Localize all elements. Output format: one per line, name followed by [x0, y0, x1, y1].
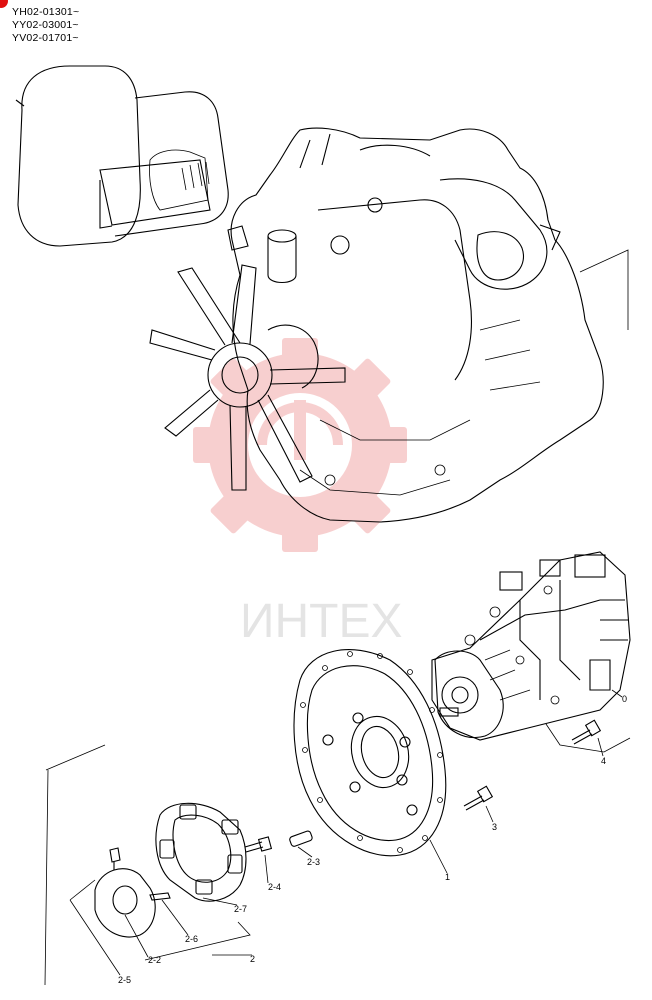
callout-0: 0: [622, 694, 627, 704]
coupling-frame-line: [44, 744, 106, 986]
leader-2-3: [297, 846, 313, 858]
callout-1: 1: [445, 872, 450, 882]
callout-2: 2: [250, 954, 255, 964]
serial-range-1: YH02-01301~: [12, 6, 80, 18]
leader-2: [144, 921, 251, 961]
callout-2-6: 2-6: [185, 934, 198, 944]
bolt-3: [463, 785, 494, 811]
gear-logo-icon: [193, 338, 407, 552]
leader-2-5: [69, 879, 121, 976]
leader-4: [597, 737, 604, 757]
sleeve-2-3: [289, 830, 313, 847]
callout-2-2: 2-2: [148, 955, 161, 965]
callout-2-4: 2-4: [268, 882, 281, 892]
corner-badge-icon: [0, 0, 8, 8]
callout-2-7: 2-7: [234, 904, 247, 914]
bolt-2-4: [244, 836, 273, 853]
leader-2-6: [161, 899, 189, 936]
coupling-element: [155, 802, 247, 902]
callout-3: 3: [492, 822, 497, 832]
watermark-text: ИНТЕХ: [240, 595, 403, 648]
leader-3: [485, 805, 494, 823]
callout-2-3: 2-3: [307, 857, 320, 867]
coupling-hub: [94, 847, 171, 938]
engine-block: [227, 127, 604, 523]
leader-0: [611, 689, 623, 698]
callout-4: 4: [601, 756, 606, 766]
hydraulic-pump: [431, 551, 631, 741]
engine-frame-line: [579, 249, 629, 330]
leader-1: [429, 839, 448, 874]
bolt-4: [571, 719, 602, 745]
leader-2-4: [264, 854, 269, 884]
serial-range-3: YV02-01701~: [12, 32, 79, 44]
leader-2-7: [202, 897, 238, 906]
pump-frame-line: [545, 723, 631, 753]
callout-2-5: 2-5: [118, 975, 131, 985]
leader-2-2: [124, 914, 149, 958]
engine-cover: [15, 65, 229, 247]
flywheel-housing: [293, 649, 447, 857]
serial-range-2: YY02-03001~: [12, 19, 79, 31]
cooling-fan: [149, 264, 346, 491]
